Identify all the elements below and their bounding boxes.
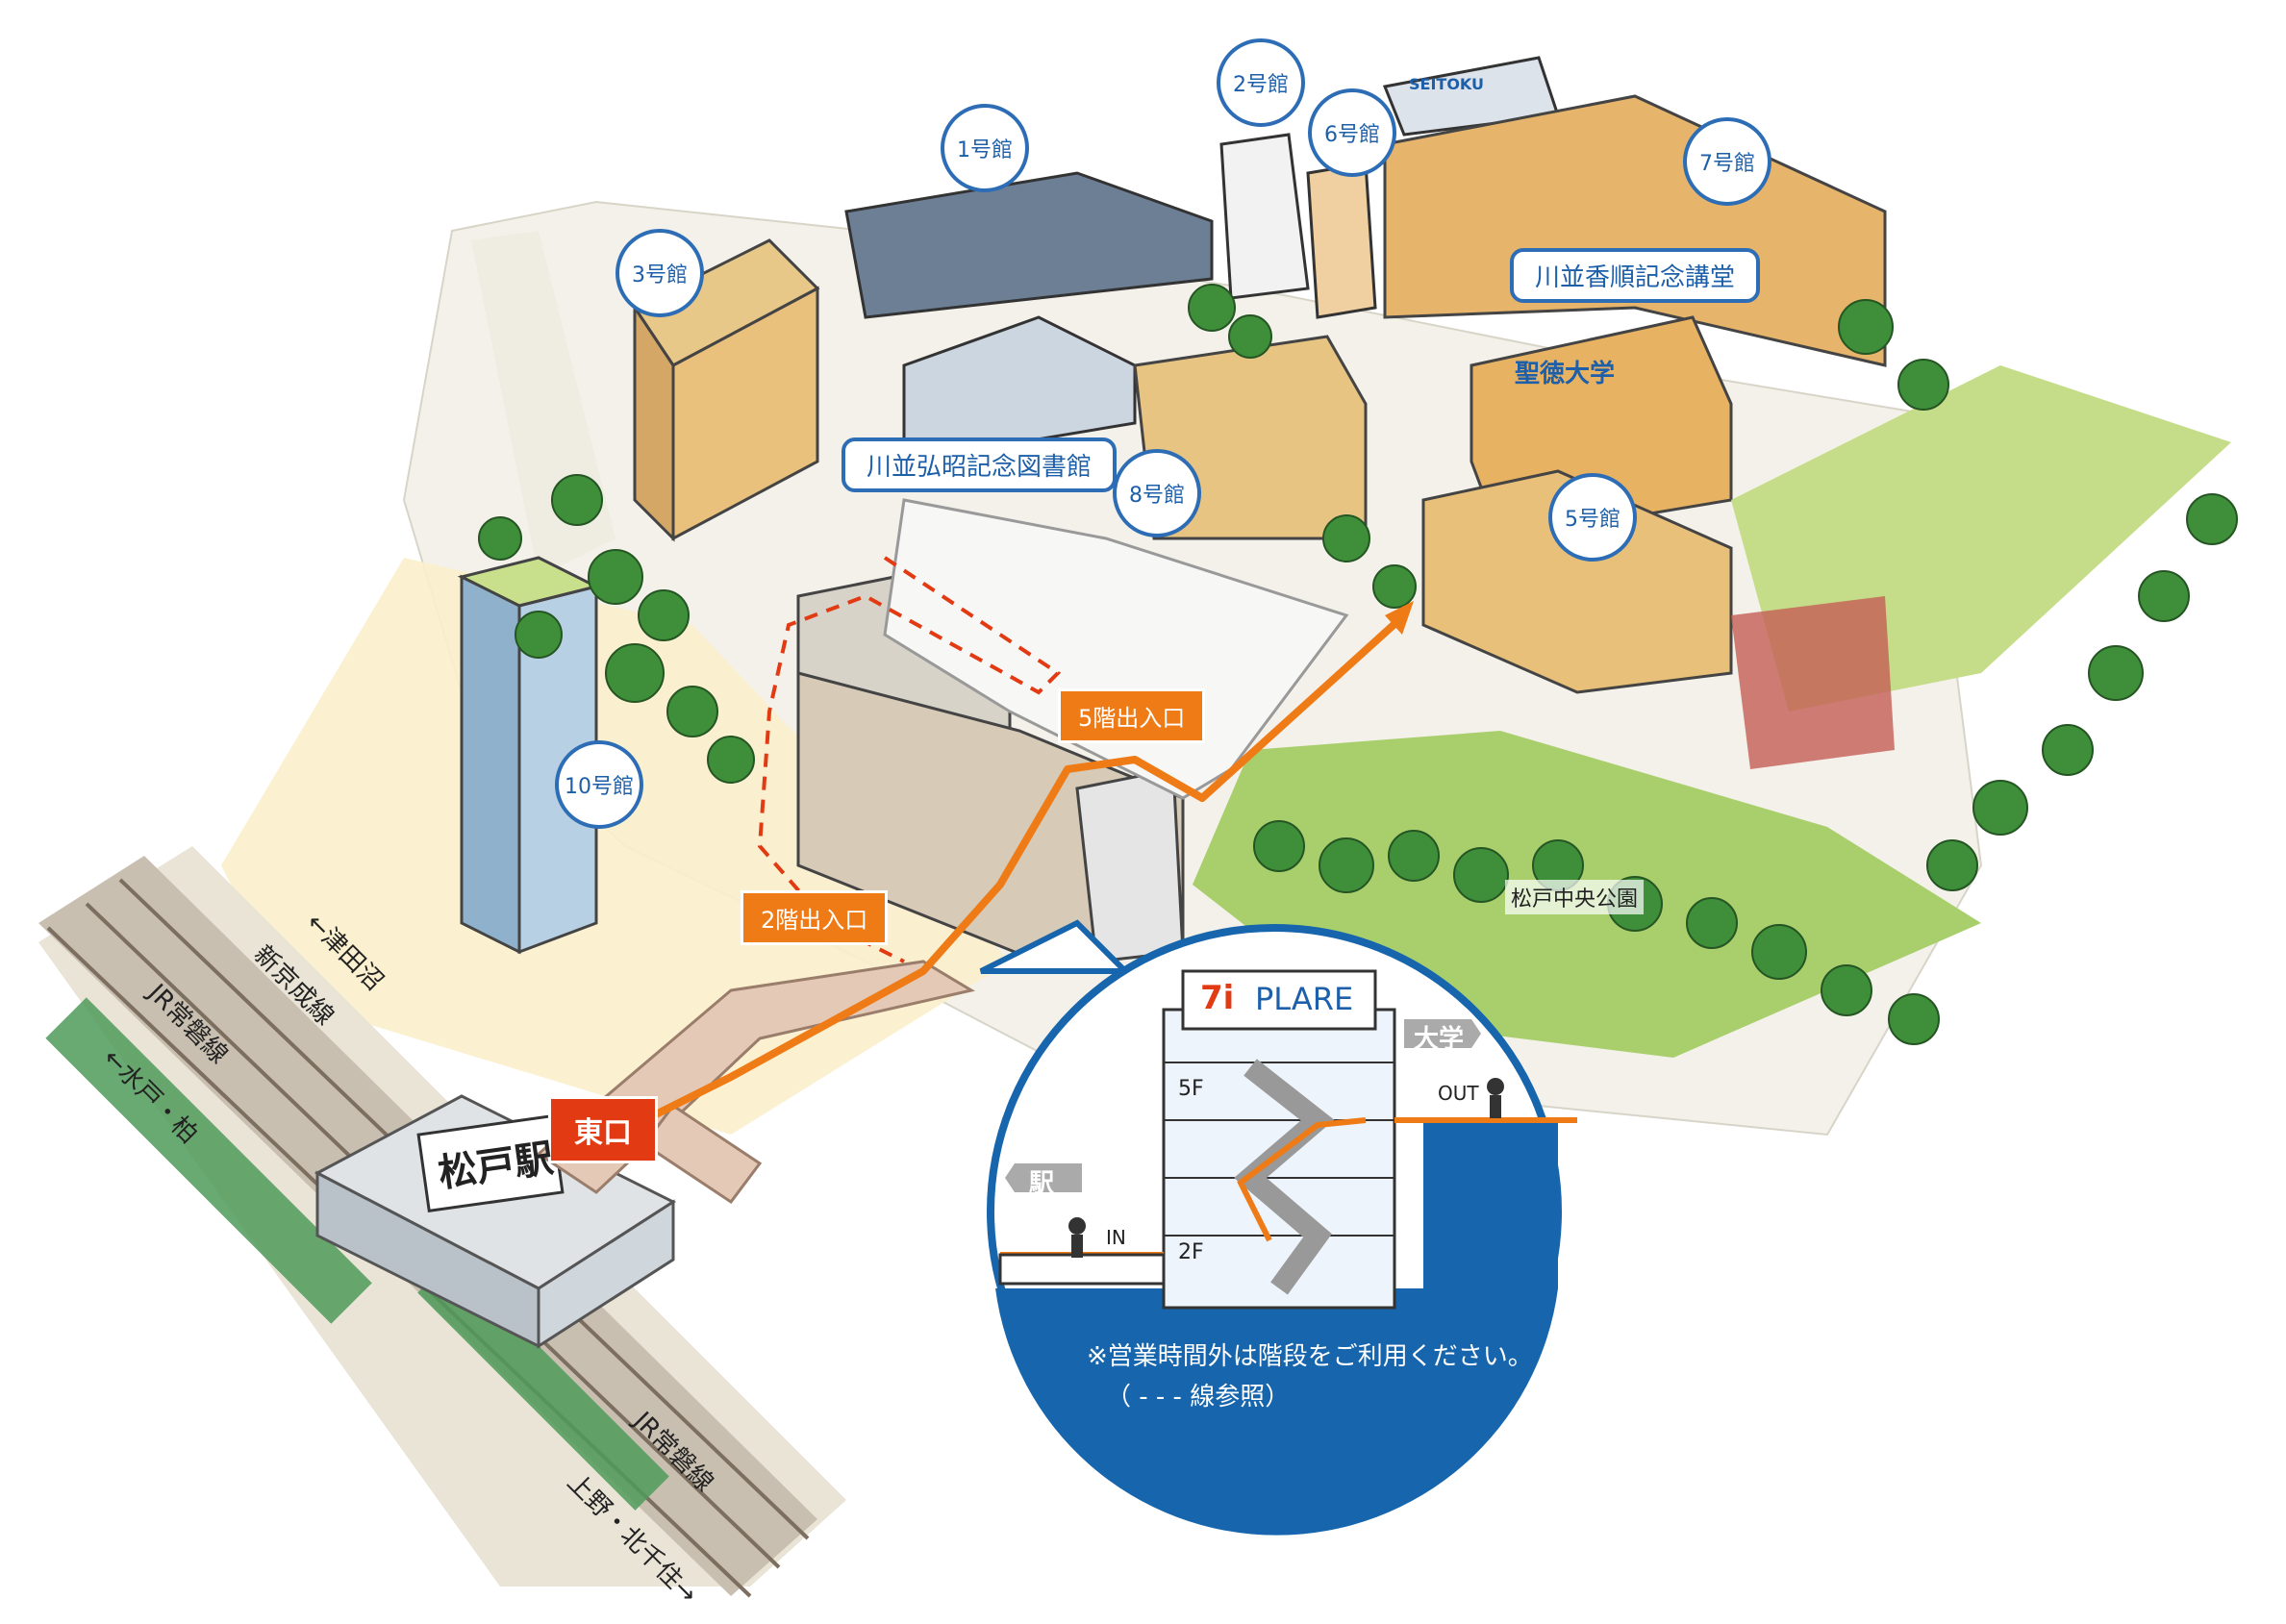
to-university-sign: 大学	[1414, 1025, 1465, 1054]
matsudo-station-building	[314, 1094, 677, 1349]
building-2-label[interactable]: 2号館	[1217, 38, 1305, 127]
building-3-label[interactable]: 3号館	[615, 229, 704, 317]
building-6-label[interactable]: 6号館	[1308, 88, 1396, 177]
east-exit-label[interactable]: 東口	[548, 1096, 658, 1163]
entrance-2f-label[interactable]: 2階出入口	[741, 890, 889, 945]
hall-label[interactable]: 川並香順記念講堂	[1510, 248, 1761, 303]
floor-5f: 5F	[1178, 1077, 1204, 1101]
inset-note: ※営業時間外は階段をご利用ください。	[1087, 1342, 1533, 1371]
building-1-label[interactable]: 1号館	[941, 104, 1029, 192]
library-label[interactable]: 川並弘昭記念図書館	[842, 437, 1118, 492]
building-5-label[interactable]: 5号館	[1548, 473, 1637, 562]
route-arrowhead	[1385, 601, 1414, 635]
park-label[interactable]: 松戸中央公園	[1505, 880, 1645, 914]
inset-legend: （ - - - 線参照）	[1106, 1383, 1291, 1412]
building-10-label[interactable]: 10号館	[555, 740, 643, 829]
walking-route	[594, 612, 1407, 1148]
entrance-5f-label[interactable]: 5階出入口	[1058, 688, 1206, 743]
trees	[478, 284, 2238, 1045]
university-sign: 聖徳大学	[1515, 360, 1616, 388]
floor-2f: 2F	[1178, 1240, 1204, 1264]
stairs-route-dashed	[757, 556, 1062, 963]
building-10-tower	[457, 556, 601, 955]
plare-inset	[979, 919, 1577, 1536]
plare-name: PLARE	[1255, 981, 1354, 1017]
building-7-label[interactable]: 7号館	[1683, 117, 1771, 206]
seitoku-sign: SEITOKU	[1409, 75, 1485, 93]
to-station-sign: 駅	[1029, 1169, 1055, 1198]
building-8-label[interactable]: 8号館	[1113, 449, 1201, 537]
out-label: OUT	[1438, 1082, 1479, 1105]
plare-logo: 7i	[1200, 979, 1235, 1017]
in-label: IN	[1106, 1226, 1126, 1249]
